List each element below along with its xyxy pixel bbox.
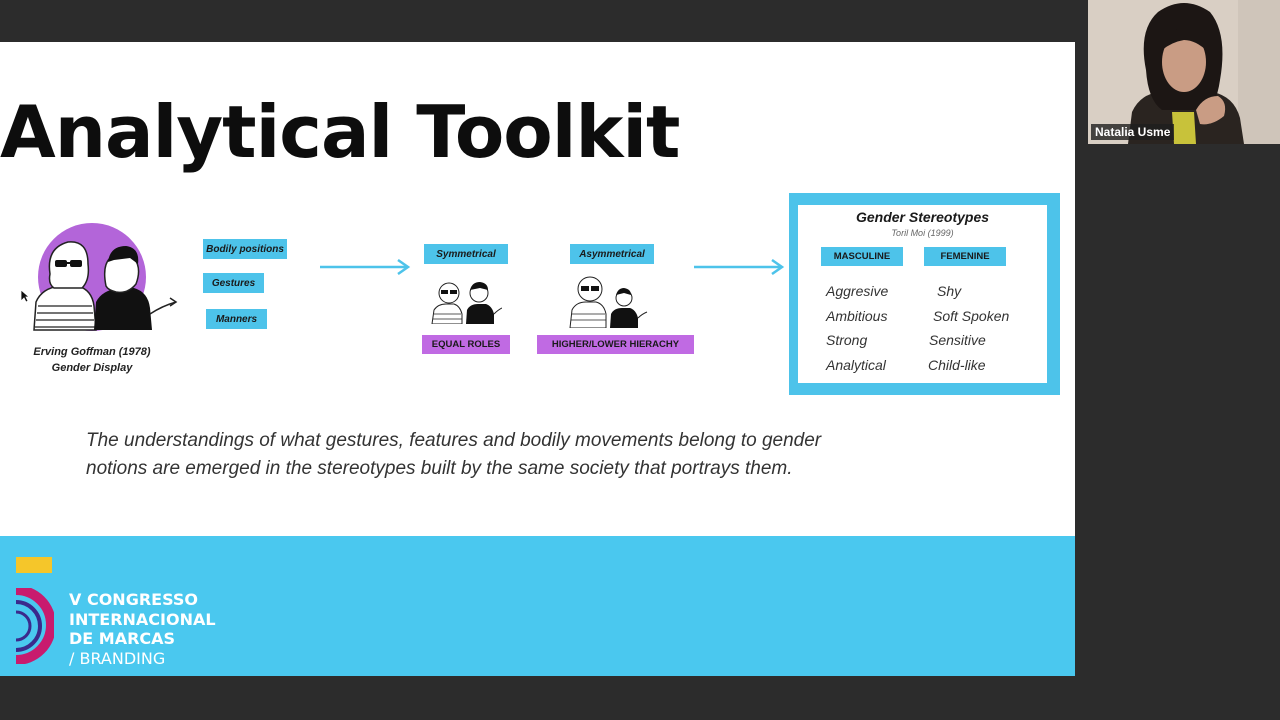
gender-stereotypes-box: Gender Stereotypes Toril Moi (1999) MASC… — [789, 193, 1060, 395]
congress-line: DE MARCAS — [69, 629, 176, 648]
chip-manners: Manners — [206, 309, 267, 329]
gender-stereotypes-panel: Gender Stereotypes Toril Moi (1999) MASC… — [798, 205, 1047, 383]
femenine-traits-list: Shy Soft Spoken Sensitive Child-like — [928, 279, 1009, 377]
chip-bodily-positions: Bodily positions — [203, 239, 287, 259]
chip-equal-roles: EQUAL ROLES — [422, 335, 510, 354]
chip-hierarchy: HIGHER/LOWER HIERACHY — [537, 335, 694, 354]
congress-logo-icon — [15, 588, 54, 664]
slide-title: Analytical Toolkit — [0, 90, 680, 174]
caption-author: Erving Goffman (1978) — [33, 346, 151, 358]
participant-video-tile[interactable]: Natalia Usme — [1088, 0, 1280, 144]
stereotypes-citation: Toril Moi (1999) — [891, 228, 954, 238]
arrow-right-icon — [694, 259, 785, 275]
trait-item: Child-like — [928, 356, 986, 373]
stereotypes-title: Gender Stereotypes — [855, 209, 990, 225]
trait-item: Analytical — [826, 356, 886, 373]
logo-yellow-bar — [16, 557, 52, 573]
goffman-caption: Erving Goffman (1978) Gender Display — [28, 344, 156, 376]
chip-asymmetrical: Asymmetrical — [570, 244, 654, 264]
congress-name: V CONGRESSO INTERNACIONAL DE MARCAS / BR… — [69, 590, 216, 668]
couple-illustration — [33, 223, 178, 331]
symmetrical-couple-illustration — [431, 282, 502, 324]
trait-item: Strong — [826, 332, 868, 348]
participant-video-feed — [1088, 0, 1280, 144]
trait-item: Sensitive — [929, 332, 986, 348]
trait-item: Ambitious — [826, 307, 888, 324]
participant-name-label: Natalia Usme — [1091, 124, 1175, 140]
slide-description: The understandings of what gestures, fea… — [86, 430, 822, 479]
caption-subject: Gender Display — [51, 362, 133, 374]
asymmetrical-couple-illustration — [569, 276, 648, 328]
trait-item: Shy — [937, 283, 962, 299]
trait-item: Aggresive — [826, 283, 889, 299]
chip-masculine: MASCULINE — [821, 247, 903, 266]
congress-line: INTERNACIONAL — [69, 609, 216, 629]
presentation-slide: Analytical Toolkit Erving Goffman (1978)… — [0, 42, 1075, 676]
congress-line: V CONGRESSO — [69, 590, 198, 609]
chip-gestures: Gestures — [203, 273, 264, 293]
chip-femenine: FEMENINE — [924, 247, 1006, 266]
chip-symmetrical: Symmetrical — [424, 244, 508, 264]
mouse-cursor-icon — [20, 289, 30, 303]
congress-banner: V CONGRESSO INTERNACIONAL DE MARCAS / BR… — [0, 536, 1075, 676]
congress-line: / BRANDING — [69, 648, 166, 668]
arrow-right-icon — [320, 259, 411, 275]
trait-item: Soft Spoken — [933, 307, 1010, 324]
masculine-traits-list: Aggresive Ambitious Strong Analytical — [826, 279, 888, 377]
